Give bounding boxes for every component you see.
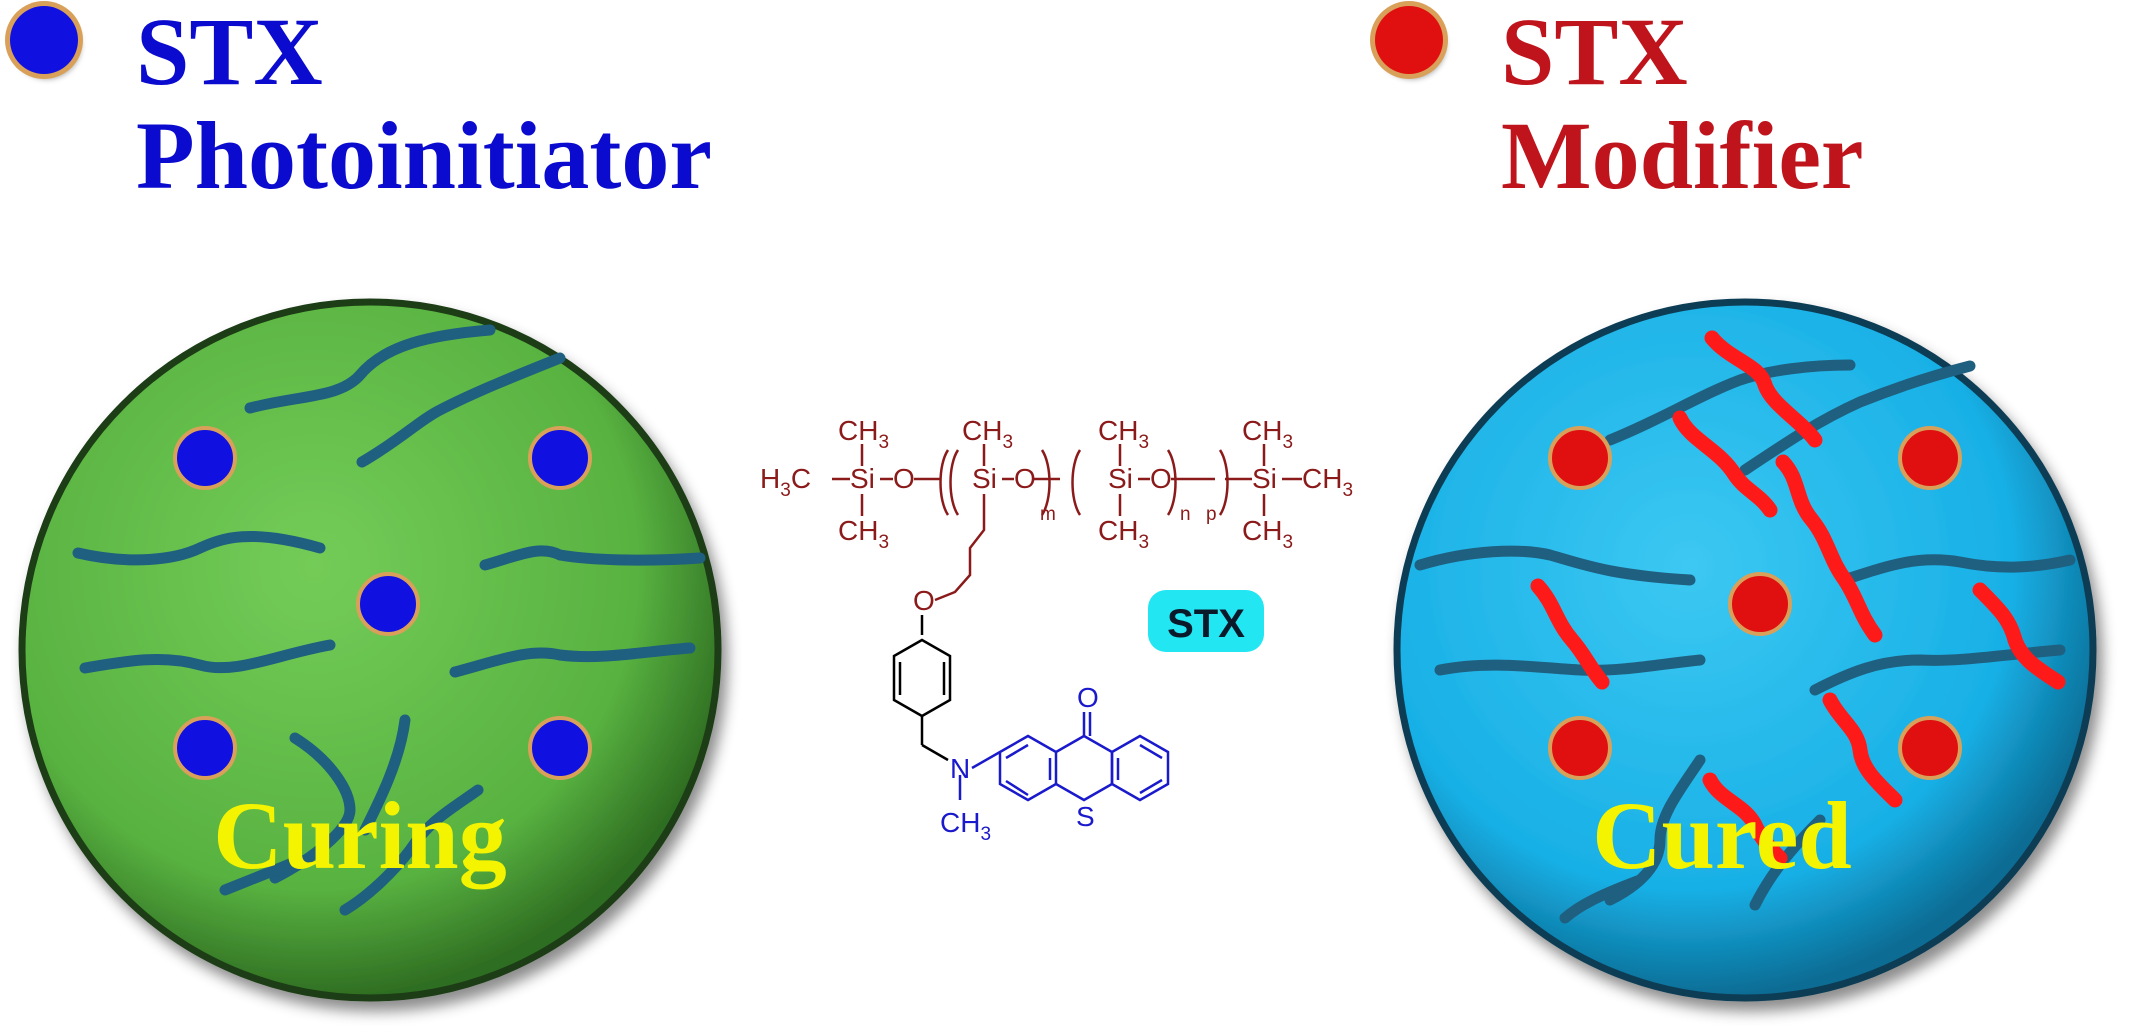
modifier-particle [1548,426,1612,490]
si-atom: Si [972,463,997,494]
methyl-label: CH3 [1242,515,1293,553]
curing-label: Curing [213,782,506,889]
carbonyl-oxygen: O [1077,682,1099,713]
photoinitiator-particle [528,426,592,490]
legend-modifier: STX Modifier [1375,0,1864,208]
siloxane-bonds [832,444,1302,602]
crosslink [1704,330,1823,448]
polymer-chain [356,352,566,468]
right-polymer-chains [1414,359,2076,924]
polymer-chain [359,714,411,836]
polymer-chain [1414,545,1696,586]
crosslink [1972,582,2066,690]
sulfur-atom: S [1076,801,1095,832]
cured-circle [1393,298,2097,1002]
siloxane-backbone: CH3 CH3 CH3 CH3 H3C Si O Si O Si O Si CH… [760,415,1353,616]
legend-photoinitiator: STX Photoinitiator [10,0,712,208]
stx-badge-background [1148,590,1264,652]
modifier-particle [1898,716,1962,780]
photoinitiator-dot-icon [10,6,78,74]
photoinitiator-particle [173,426,237,490]
polymer-chain [72,530,326,566]
left-polymer-chains [72,324,706,916]
repeat-index-n: n [1180,504,1191,525]
modifier-particle [1728,572,1792,636]
stx-badge: STX [1148,590,1264,652]
photoinitiator-particle [173,716,237,780]
polymer-chain [1809,644,2066,696]
methyl-label: CH3 [962,415,1013,453]
repeat-index-p: p [1206,504,1217,525]
crosslink [1822,692,1903,808]
legend-modifier-line2: Modifier [1501,102,1864,209]
crosslinks [1530,330,2066,866]
polymer-chain [219,854,306,896]
h3c-label: H3C [760,463,811,501]
cured-label: Cured [1592,782,1852,889]
modifier-particle [1548,716,1612,780]
o-atom: O [893,463,915,494]
stx-chemical-structure: CH3 CH3 CH3 CH3 H3C Si O Si O Si O Si CH… [760,415,1353,845]
o-atom: O [1014,463,1036,494]
ether-oxygen: O [913,585,935,616]
methyl-label: CH3 [838,415,889,453]
legend-photoinitiator-line2: Photoinitiator [136,102,712,209]
methyl-label: CH3 [838,515,889,553]
polymer-chain [449,642,696,678]
polymer-chain [479,545,706,571]
si-atom: Si [1108,463,1133,494]
polymer-chain [79,639,336,674]
crosslink [1702,772,1788,866]
benzyl-ring [892,615,952,762]
stx-badge-label: STX [1167,602,1245,646]
methyl-label: CH3 [1242,415,1293,453]
polymer-chain [339,784,484,916]
amine-nitrogen: N [950,753,970,784]
modifier-particle [1898,426,1962,490]
photoinitiator-particle [528,716,592,780]
legend-modifier-text: STX Modifier [1501,0,1864,208]
left-panel-curing: Curing [18,298,722,1002]
n-methyl-label: CH3 [940,807,991,845]
methyl-label: CH3 [1302,463,1353,501]
methyl-label: CH3 [1098,415,1149,453]
crosslink [1530,578,1610,690]
right-particles [1548,426,1962,780]
photoinitiator-particle [356,572,420,636]
left-particles [173,426,592,780]
thioxanthone-group: N CH3 O S [940,682,1170,845]
polymer-chain [1434,654,1706,676]
polymer-chain [1559,874,1646,924]
crosslink [1672,410,1778,518]
polymer-chain [1604,359,1856,446]
modifier-dot-icon [1375,6,1443,74]
legend-photoinitiator-text: STX Photoinitiator [136,0,712,208]
si-atom: Si [850,463,875,494]
methyl-label: CH3 [1098,515,1149,553]
si-atom: Si [1252,463,1277,494]
o-atom: O [1150,463,1172,494]
right-panel-cured: Cured [1393,298,2097,1002]
crosslink [1775,454,1883,643]
polymer-chain [244,324,496,414]
legend-modifier-line1: STX [1501,0,1688,105]
legend-photoinitiator-line1: STX [136,0,323,105]
polymer-chain [1844,554,2076,584]
polymer-chain [1739,360,1976,476]
